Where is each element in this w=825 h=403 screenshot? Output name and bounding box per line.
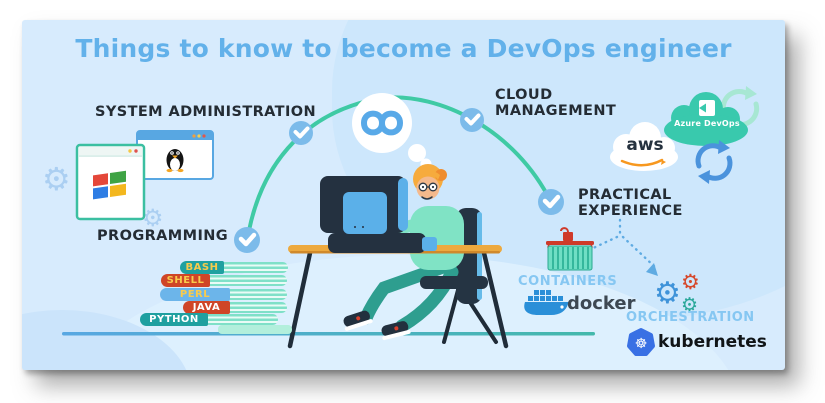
cloud-management-line1: CLOUD xyxy=(495,87,553,103)
azure-devops-cloud-icon xyxy=(664,92,748,146)
book-pages xyxy=(224,262,288,273)
infographic-artwork: ⚙ ⚙ ⚙ xyxy=(42,86,760,356)
cloud-management-line2: MANAGEMENT xyxy=(495,103,617,119)
book-spine-label: BASH xyxy=(180,261,224,274)
book-spine-label: JAVA xyxy=(183,301,230,314)
person-head xyxy=(413,164,447,200)
checkmark-icon-cloud xyxy=(460,108,484,132)
section-label-practical-experience: PRACTICAL EXPERIENCE xyxy=(578,187,683,219)
checkmark-icon-programming xyxy=(234,227,260,253)
thought-bubble xyxy=(352,93,432,170)
gears-cluster-icon: ⚙ ⚙ ⚙ xyxy=(654,270,700,316)
infinity-devops-icon xyxy=(361,110,403,136)
kubernetes-logo-icon: ☸ xyxy=(627,328,655,356)
browser-window-windows xyxy=(75,143,146,221)
sneaker xyxy=(343,310,373,331)
computer-monitor xyxy=(320,176,437,253)
aws-smile-arrow xyxy=(620,158,664,167)
practical-line2: EXPERIENCE xyxy=(578,203,683,219)
book-spine-label: PERL xyxy=(160,288,230,301)
docker-whale-icon xyxy=(524,290,569,315)
book-pages xyxy=(210,275,287,286)
section-label-programming: PROGRAMMING xyxy=(97,228,229,244)
person-at-desk-illustration xyxy=(287,164,509,349)
sync-icon-blue xyxy=(695,140,733,184)
book-pages xyxy=(230,289,287,300)
dotted-arrow-right xyxy=(621,235,658,270)
aws-cloud-icon xyxy=(610,122,678,171)
infographic-panel: ⚙ ⚙ ⚙ xyxy=(22,20,785,370)
person xyxy=(343,164,488,341)
book-spine-label: SHELL xyxy=(161,274,210,287)
page-title: Things to know to become a DevOps engine… xyxy=(75,34,732,63)
checkmark-icon-sysadmin xyxy=(289,121,313,145)
book-pages xyxy=(208,314,278,325)
kubernetes-logo-text: kubernetes xyxy=(658,332,767,352)
ground-line xyxy=(62,332,595,336)
book-spine-label: PYTHON xyxy=(140,313,208,326)
dotted-branch-arrows xyxy=(572,218,658,270)
gear-icon: ⚙ xyxy=(42,160,71,198)
docker-logo-text: docker xyxy=(567,293,636,314)
sneaker xyxy=(381,321,411,341)
windows-logo-icon xyxy=(93,170,126,200)
shipping-container-icon xyxy=(546,227,594,271)
gear-icon: ⚙ xyxy=(142,204,164,232)
arrowhead-right xyxy=(646,263,658,276)
azure-devops-logo-glyph xyxy=(699,100,715,116)
section-label-system-administration: SYSTEM ADMINISTRATION xyxy=(95,104,317,120)
book-base xyxy=(218,325,292,334)
section-label-cloud-management: CLOUD MANAGEMENT xyxy=(495,87,616,119)
book-shell: SHELL xyxy=(161,274,287,287)
aws-logo-text: aws xyxy=(626,135,664,155)
book-bash: BASH xyxy=(180,261,288,274)
containers-label: CONTAINERS xyxy=(518,274,618,289)
practical-line1: PRACTICAL xyxy=(578,187,672,203)
linux-tux-icon xyxy=(166,149,184,173)
orchestration-label: ORCHESTRATION xyxy=(626,310,755,325)
azure-devops-logo-text: Azure DevOps xyxy=(674,119,740,128)
browser-window-linux xyxy=(136,130,214,180)
checkmark-icon-practical xyxy=(538,189,564,215)
book-pages xyxy=(230,302,287,313)
dotted-arrow-left xyxy=(572,235,619,259)
book-perl: PERL xyxy=(160,288,287,301)
svg-text:⚙: ⚙ xyxy=(681,294,698,316)
book-java: JAVA xyxy=(183,301,287,314)
svg-text:⚙: ⚙ xyxy=(654,276,681,311)
book-python: PYTHON xyxy=(140,313,278,326)
svg-text:⚙: ⚙ xyxy=(681,270,700,294)
svg-text:☸: ☸ xyxy=(635,336,648,352)
